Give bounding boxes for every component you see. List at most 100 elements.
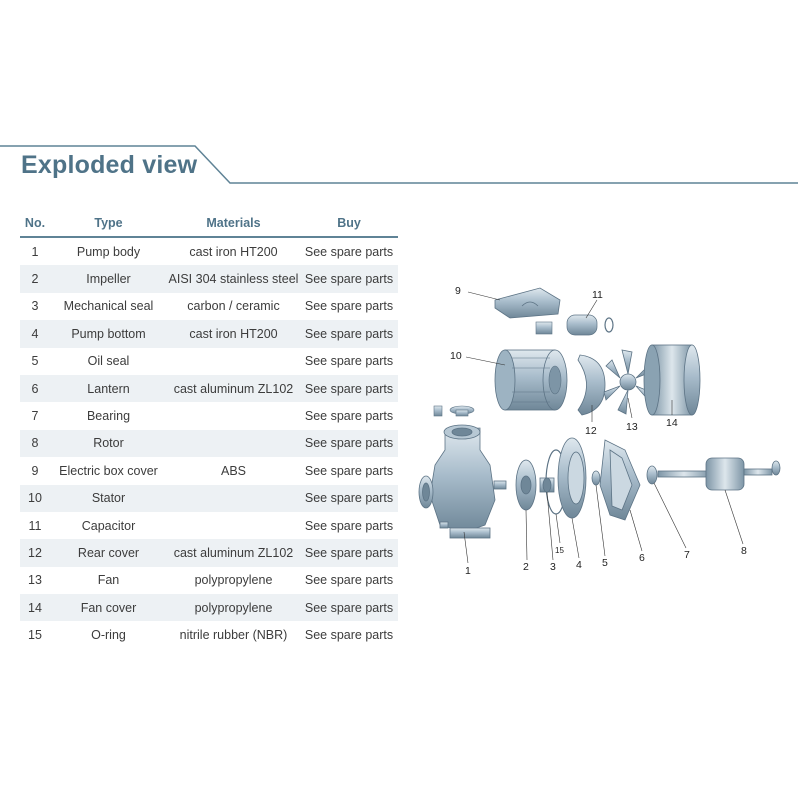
callout-15: 15 (555, 546, 564, 555)
column-header-buy: Buy (300, 209, 398, 238)
cell-material: nitrile rubber (NBR) (179, 628, 288, 643)
see-spare-parts-link[interactable]: See spare parts (304, 299, 394, 314)
cell-buy[interactable]: See spare parts (300, 374, 398, 403)
cell-buy[interactable]: See spare parts (300, 348, 398, 375)
cell-no: 3 (31, 299, 39, 314)
cell-type: Fan (97, 573, 120, 588)
leader-lines (463, 291, 744, 564)
cell-buy[interactable]: See spare parts (300, 484, 398, 512)
see-spare-parts-link[interactable]: See spare parts (304, 573, 394, 588)
callout-6: 6 (639, 552, 645, 564)
see-spare-parts-link[interactable]: See spare parts (304, 518, 394, 533)
cell-type: Capacitor (81, 518, 136, 533)
cell-material (167, 348, 300, 375)
part-capacitor (566, 314, 614, 336)
cell-material: ABS (220, 463, 246, 478)
part-electric-box-cover (494, 287, 561, 319)
cell-type: Bearing (86, 409, 131, 424)
cell-no: 5 (31, 354, 39, 369)
cell-no: 7 (31, 409, 39, 424)
cell-buy[interactable]: See spare parts (300, 320, 398, 348)
cell-buy[interactable]: See spare parts (300, 429, 398, 458)
cell-no: 1 (31, 244, 39, 259)
cell-buy[interactable]: See spare parts (300, 237, 398, 265)
cell-no: 11 (28, 518, 42, 533)
cell-type: Rotor (50, 429, 167, 458)
part-impeller (493, 459, 537, 511)
parts-table: No. Type Materials Buy 1 Pump body cast ir… (20, 209, 398, 649)
cell-type: Stator (50, 484, 167, 512)
cell-no: 15 (28, 628, 42, 643)
callout-7: 7 (684, 549, 690, 561)
see-spare-parts-link[interactable]: See spare parts (304, 354, 394, 369)
cell-type: Pump bottom (50, 320, 167, 348)
cell-buy[interactable]: See spare parts (300, 594, 398, 622)
cell-material: cast aluminum ZL102 (167, 374, 300, 403)
see-spare-parts-link[interactable]: See spare parts (304, 409, 394, 424)
cell-type: Pump body (76, 244, 141, 259)
cell-material (167, 402, 300, 429)
cell-material: cast iron HT200 (189, 244, 278, 259)
callout-3: 3 (550, 561, 556, 573)
callout-12: 12 (585, 425, 597, 437)
see-spare-parts-link[interactable]: See spare parts (304, 463, 394, 478)
cell-material (167, 484, 300, 512)
cell-no: 6 (20, 374, 50, 403)
see-spare-parts-link[interactable]: See spare parts (304, 600, 394, 615)
cell-buy[interactable]: See spare parts (300, 402, 398, 429)
see-spare-parts-link[interactable]: See spare parts (304, 436, 394, 451)
page-title: Exploded view (21, 151, 198, 179)
callout-14: 14 (666, 417, 678, 429)
table-header-row: No. Type Materials Buy (20, 209, 398, 238)
cell-material: AISI 304 stainless steel (167, 265, 300, 293)
cell-type: Fan cover (50, 594, 167, 622)
cell-material: cast iron HT200 (167, 320, 300, 348)
part-rotor (657, 457, 781, 491)
exploded-view-diagram: 9 11 10 12 13 14 1 2 3 15 4 5 6 7 8 (418, 285, 781, 577)
see-spare-parts-link[interactable]: See spare parts (304, 326, 394, 341)
cell-no: 2 (20, 265, 50, 293)
cell-no: 4 (20, 320, 50, 348)
cell-buy[interactable]: See spare parts (300, 512, 398, 539)
part-drain-plug (433, 405, 475, 417)
table-row: 11 Capacitor See spare parts (20, 512, 398, 539)
cell-buy[interactable]: See spare parts (300, 265, 398, 293)
see-spare-parts-link[interactable]: See spare parts (304, 628, 394, 643)
cell-no: 8 (20, 429, 50, 458)
cell-material: polypropylene (194, 573, 273, 588)
callout-11: 11 (592, 289, 603, 301)
see-spare-parts-link[interactable]: See spare parts (304, 272, 394, 287)
cell-material: polypropylene (167, 594, 300, 622)
cell-buy[interactable]: See spare parts (300, 567, 398, 594)
callout-9: 9 (455, 285, 461, 297)
part-oil-seal (591, 470, 601, 486)
cell-buy[interactable]: See spare parts (300, 457, 398, 484)
cell-no: 9 (31, 463, 39, 478)
cell-type: Impeller (50, 265, 167, 293)
see-spare-parts-link[interactable]: See spare parts (304, 491, 394, 506)
see-spare-parts-link[interactable]: See spare parts (304, 545, 394, 560)
column-header-type: Type (50, 209, 167, 238)
cell-buy[interactable]: See spare parts (300, 293, 398, 320)
cell-buy[interactable]: See spare parts (300, 621, 398, 648)
cell-type: Lantern (50, 374, 167, 403)
callout-5: 5 (602, 557, 608, 569)
part-pump-bottom (557, 437, 587, 519)
cell-buy[interactable]: See spare parts (300, 539, 398, 567)
callout-10: 10 (450, 350, 462, 362)
see-spare-parts-link[interactable]: See spare parts (304, 244, 394, 259)
cell-type: Mechanical seal (63, 299, 154, 314)
column-header-no: No. (20, 209, 50, 238)
cell-no: 10 (20, 484, 50, 512)
see-spare-parts-link[interactable]: See spare parts (304, 381, 394, 396)
part-lantern (599, 439, 641, 521)
